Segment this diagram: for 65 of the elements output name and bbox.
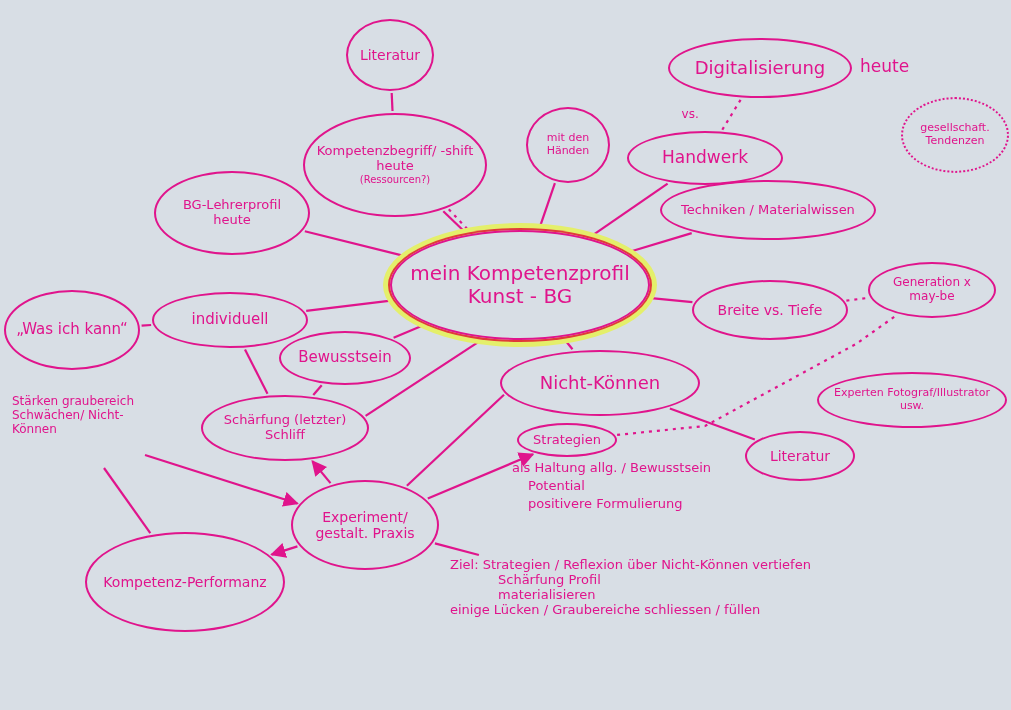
ellipse-node xyxy=(85,532,285,632)
ellipse-node xyxy=(154,171,310,255)
ellipse-node xyxy=(627,131,783,185)
node-label: Kompetenz-Performanz xyxy=(103,573,267,591)
connector-line xyxy=(669,407,756,441)
connector-line xyxy=(434,542,480,557)
ellipse-node xyxy=(201,395,369,461)
arrow xyxy=(427,452,535,500)
dotted-ellipse xyxy=(901,97,1009,173)
node-label: Digitalisierung xyxy=(694,57,826,79)
node-label: mein Kompetenzprofil Kunst - BG xyxy=(409,262,631,308)
ellipse-node xyxy=(4,290,140,370)
node-label: Bewusstsein xyxy=(298,349,392,367)
node-label: individuell xyxy=(191,311,269,329)
note-line: Stärken graubereich Schwächen/ Nicht-Können xyxy=(12,395,136,437)
ellipse-node xyxy=(817,372,1007,428)
ellipse-node xyxy=(291,480,439,570)
node-label: Breite vs. Tiefe xyxy=(717,301,823,319)
ellipse-node xyxy=(303,113,487,217)
ellipse-node xyxy=(346,19,434,91)
note-line: einige Lücken / Graubereiche schliessen / füllen xyxy=(450,602,761,618)
ellipse-node xyxy=(500,350,700,416)
connector-line xyxy=(390,92,394,112)
node-label: Handwerk xyxy=(662,148,748,168)
connector-line xyxy=(141,323,152,327)
node-label: gesellschaft. Tendenzen xyxy=(919,122,991,148)
ellipse-node xyxy=(692,280,848,340)
note-line: Ziel: Strategien / Reflexion über Nicht-Können vertiefen xyxy=(450,558,811,573)
connector-line xyxy=(406,394,505,487)
ellipse-node xyxy=(668,38,852,98)
node-label: Schärfung (letzter) Schliff xyxy=(222,413,348,443)
side-note: positivere Formulierung xyxy=(528,496,683,513)
arrow xyxy=(270,543,298,558)
note-line: materialisieren xyxy=(497,587,596,603)
connector-line xyxy=(103,467,152,534)
ellipse-node xyxy=(868,262,996,318)
note-line: Schärfung Profil xyxy=(498,572,601,588)
arrow xyxy=(311,460,332,484)
node-label: BG-Lehrerprofil heute xyxy=(181,198,283,228)
ellipse-node xyxy=(152,292,308,348)
arrow xyxy=(144,453,299,507)
node-note: (Ressourcen?) xyxy=(359,174,431,186)
side-note: als Haltung allg. / Bewusstsein xyxy=(512,460,712,477)
side-note: Potential xyxy=(528,478,585,495)
node-label: mit den Händen xyxy=(545,132,591,158)
connector-line xyxy=(312,384,323,396)
ellipse-node xyxy=(517,423,617,457)
dotted-connector xyxy=(617,314,898,436)
node-label: Nicht-Können xyxy=(539,372,661,394)
dotted-connector xyxy=(721,98,742,131)
ellipse-node xyxy=(279,331,411,385)
node-label: Literatur xyxy=(769,447,831,465)
node-label: Strategien xyxy=(533,432,601,448)
connector-line xyxy=(244,349,269,395)
node-label: Techniken / Materialwissen xyxy=(681,202,855,218)
node-label: Experiment/ gestalt. Praxis xyxy=(314,508,416,542)
node-label: „Was ich kann“ xyxy=(16,321,128,339)
side-note: heute xyxy=(860,56,910,78)
node-label: Kompetenzbegriff/ -shift heute xyxy=(315,144,475,175)
node-label: Generation x may-be xyxy=(892,276,972,304)
ellipse-node xyxy=(745,431,855,481)
ellipse-node xyxy=(526,107,610,183)
ellipse-node xyxy=(660,180,876,240)
node-label: Experten Fotograf/Illustrator usw. xyxy=(833,387,991,413)
node-label: Literatur xyxy=(359,46,421,64)
